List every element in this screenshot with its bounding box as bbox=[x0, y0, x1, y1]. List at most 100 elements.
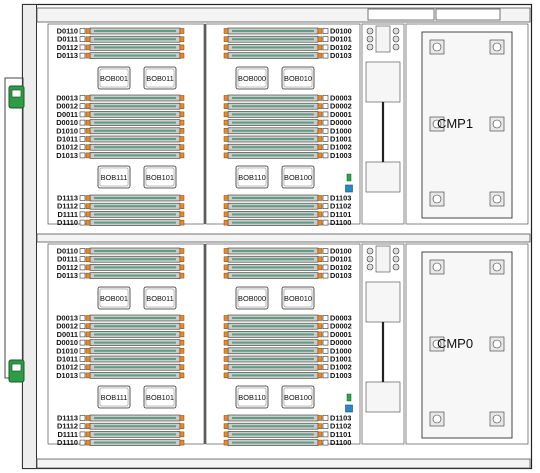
dimm-slot[interactable]: D0001 bbox=[223, 330, 352, 339]
dimm-slot[interactable]: D1003 bbox=[223, 371, 352, 380]
screw-icon bbox=[429, 259, 445, 275]
dimm-slot[interactable]: D0110 bbox=[57, 247, 185, 256]
dimm-slot[interactable]: D1111 bbox=[57, 430, 185, 439]
dimm-slot[interactable]: D0111 bbox=[57, 255, 185, 264]
slot-led-box bbox=[322, 431, 329, 438]
dimm-slot[interactable]: D0011 bbox=[57, 110, 185, 119]
dimm-slot[interactable]: D1010 bbox=[56, 126, 185, 135]
dimm-slot[interactable]: D1113 bbox=[57, 194, 185, 203]
dimm-slot[interactable]: D1113 bbox=[57, 414, 185, 423]
slot-led-box bbox=[322, 439, 329, 446]
dimm-slot[interactable]: D0102 bbox=[223, 43, 352, 52]
slot-led-box bbox=[79, 211, 86, 218]
slot-label: D0011 bbox=[57, 110, 78, 119]
slot-led-box bbox=[322, 111, 329, 118]
dimm-slot[interactable]: D1013 bbox=[56, 151, 185, 160]
dimm-slot[interactable]: D0112 bbox=[57, 43, 185, 52]
bob-label: BOB010 bbox=[284, 294, 312, 303]
dimm-slot[interactable]: D1012 bbox=[56, 143, 185, 152]
dimm-slot[interactable]: D0010 bbox=[56, 118, 185, 127]
dimm-slot[interactable]: D0002 bbox=[223, 102, 352, 111]
slot-led-box bbox=[322, 372, 329, 379]
dimm-slot[interactable]: D1110 bbox=[57, 218, 185, 227]
slot-led-box bbox=[79, 144, 86, 150]
dimm-slot[interactable]: D1101 bbox=[223, 430, 351, 439]
dimm-slot[interactable]: D1013 bbox=[56, 371, 185, 380]
dimm-slot[interactable]: D0010 bbox=[56, 338, 185, 347]
dimm-slot[interactable]: D0012 bbox=[56, 102, 185, 111]
dimm-slot[interactable]: D0002 bbox=[223, 322, 352, 331]
slot-label: D0002 bbox=[330, 102, 352, 111]
slot-label: D0100 bbox=[330, 27, 352, 36]
slot-led-box bbox=[79, 347, 86, 354]
dimm-slot[interactable]: D1101 bbox=[223, 210, 351, 219]
slot-led-box bbox=[79, 195, 86, 201]
dimm-slot[interactable]: D1002 bbox=[223, 143, 352, 152]
dimm-slot[interactable]: D1102 bbox=[223, 202, 351, 211]
dimm-slot[interactable]: D0012 bbox=[56, 322, 185, 331]
dimm-slot[interactable]: D1000 bbox=[223, 126, 352, 135]
dimm-slot[interactable]: D0000 bbox=[223, 338, 352, 347]
bob-label: BOB111 bbox=[101, 173, 128, 182]
dimm-slot[interactable]: D0013 bbox=[56, 314, 185, 323]
dimm-slot[interactable]: D0112 bbox=[57, 263, 185, 272]
slot-label: D0003 bbox=[330, 94, 352, 103]
dimm-slot[interactable]: D0013 bbox=[56, 94, 185, 103]
eject-lever-bottom[interactable] bbox=[8, 359, 25, 383]
dimm-slot[interactable]: D1100 bbox=[223, 218, 351, 227]
dimm-slot[interactable]: D0101 bbox=[223, 255, 352, 264]
slot-led-box bbox=[79, 431, 86, 438]
dimm-slot[interactable]: D1103 bbox=[223, 414, 351, 423]
dimm-slot[interactable]: D0100 bbox=[223, 27, 352, 36]
dimm-slot[interactable]: D1112 bbox=[57, 422, 185, 431]
slot-label: D0111 bbox=[57, 35, 78, 44]
dimm-slot[interactable]: D0001 bbox=[223, 110, 352, 119]
eject-lever-top[interactable] bbox=[8, 85, 25, 109]
dimm-slot[interactable]: D0111 bbox=[57, 35, 185, 44]
dimm-slot[interactable]: D0003 bbox=[223, 94, 352, 103]
bob-chip: BOB011 bbox=[143, 66, 177, 90]
slot-label: D0013 bbox=[56, 314, 78, 323]
dimm-slot[interactable]: D1111 bbox=[57, 210, 185, 219]
dimm-slot[interactable]: D1011 bbox=[57, 135, 185, 144]
dimm-slot[interactable]: D1001 bbox=[223, 355, 352, 364]
slot-label: D1000 bbox=[330, 346, 352, 355]
dimm-slot[interactable]: D1000 bbox=[223, 346, 352, 355]
left-rail-bracket bbox=[4, 77, 24, 379]
dimm-slot[interactable]: D1002 bbox=[223, 363, 352, 372]
dimm-slot[interactable]: D0110 bbox=[57, 27, 185, 36]
slot-label: D1003 bbox=[330, 371, 352, 380]
slot-label: D1113 bbox=[57, 194, 78, 203]
dimm-slot[interactable]: D0103 bbox=[223, 51, 352, 60]
dimm-slot[interactable]: D0003 bbox=[223, 314, 352, 323]
dimm-slot[interactable]: D0011 bbox=[57, 330, 185, 339]
slot-led-box bbox=[79, 315, 86, 321]
dimm-slot[interactable]: D1103 bbox=[223, 194, 351, 203]
dimm-slot[interactable]: D0113 bbox=[57, 51, 185, 60]
slot-label: D1001 bbox=[330, 355, 352, 364]
dimm-slot[interactable]: D1011 bbox=[57, 355, 185, 364]
slot-label: D0010 bbox=[56, 118, 78, 127]
slot-led-box bbox=[322, 339, 329, 346]
dimm-slot[interactable]: D1012 bbox=[56, 363, 185, 372]
dimm-slot[interactable]: D1110 bbox=[57, 438, 185, 447]
dimm-slot[interactable]: D1102 bbox=[223, 422, 351, 431]
dimm-slot[interactable]: D1001 bbox=[223, 135, 352, 144]
dimm-slot[interactable]: D0100 bbox=[223, 247, 352, 256]
dimm-slot[interactable]: D1003 bbox=[223, 151, 352, 160]
dimm-slot[interactable]: D1100 bbox=[223, 438, 351, 447]
dimm-slot[interactable]: D0103 bbox=[223, 271, 352, 280]
dimm-slot[interactable]: D1010 bbox=[56, 346, 185, 355]
screw-icon bbox=[489, 259, 505, 275]
dimm-slot[interactable]: D0000 bbox=[223, 118, 352, 127]
screw-icon bbox=[429, 411, 445, 427]
dimm-slot[interactable]: D0113 bbox=[57, 271, 185, 280]
dimm-slot[interactable]: D0102 bbox=[223, 263, 352, 272]
bob-label: BOB101 bbox=[146, 173, 174, 182]
slot-led-box bbox=[322, 323, 329, 330]
dimm-slot[interactable]: D1112 bbox=[57, 202, 185, 211]
slot-led-box bbox=[79, 323, 86, 330]
dimm-slot[interactable]: D0101 bbox=[223, 35, 352, 44]
